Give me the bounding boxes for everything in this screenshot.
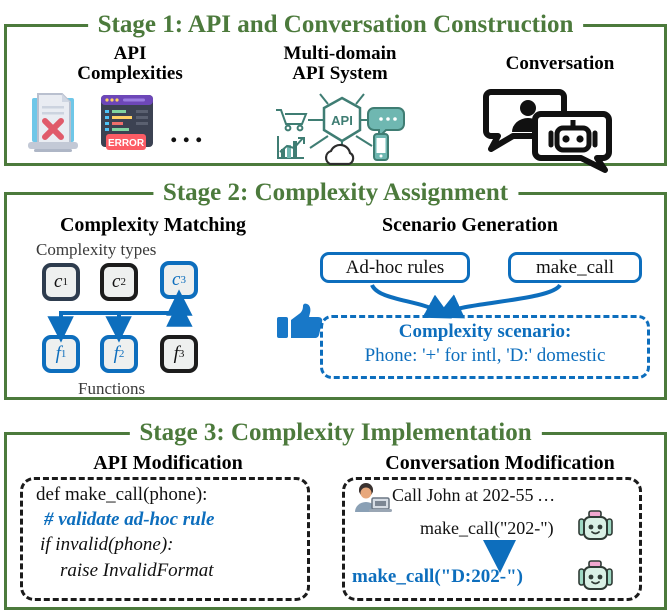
complexity-scenario-title: Complexity scenario: — [398, 321, 572, 342]
api-modification-heading: API Modification — [93, 452, 243, 474]
stage-3-title: Stage 3: Complexity Implementation — [129, 419, 542, 447]
complexity-types-label: Complexity types — [36, 240, 157, 259]
user-message-text: Call John at 202-55 … — [392, 485, 556, 505]
heading-line-2: API System — [292, 63, 388, 84]
heading-line-1: Conversation — [505, 53, 615, 74]
node-label: f — [173, 343, 179, 364]
heading-line-2: Complexities — [77, 63, 183, 84]
node-sub: 2 — [118, 348, 125, 360]
node-sub: 3 — [180, 274, 186, 286]
thumbs-up-icon — [276, 303, 323, 341]
code-line-if: if invalid(phone): — [40, 534, 174, 555]
heading-line-1: Multi-domain — [283, 43, 397, 64]
stage-2-title: Stage 2: Complexity Assignment — [152, 179, 519, 207]
broken-document-icon — [26, 92, 80, 154]
heading-line-1: API — [113, 43, 147, 64]
node-sub: 3 — [178, 348, 185, 360]
node-label: f — [113, 343, 119, 364]
node-sub: 1 — [60, 348, 67, 360]
original-call-text: make_call("202-") — [420, 518, 554, 538]
stage-1-title: Stage 1: API and Conversation Constructi… — [87, 11, 584, 39]
robot-icon-2 — [578, 560, 614, 592]
scenario-generation-heading: Scenario Generation — [381, 214, 559, 236]
svg-text:ERROR: ERROR — [108, 138, 145, 149]
code-line-comment: # validate ad-hoc rule — [44, 509, 215, 530]
conversation-modification-heading: Conversation Modification — [385, 452, 615, 474]
ellipsis-icon: ... — [170, 116, 208, 149]
node-label: c — [112, 271, 121, 292]
multi-domain-api-system-icon: API — [268, 86, 405, 166]
complexity-matching-heading: Complexity Matching — [59, 214, 247, 236]
make-call-box[interactable]: make_call — [508, 252, 642, 283]
error-code-window-icon: ERROR — [98, 92, 156, 154]
stage-2-panel: Stage 2: Complexity Assignment — [4, 179, 667, 400]
stage1-col-conversation-heading: Conversation — [465, 54, 655, 74]
node-label: f — [55, 343, 61, 364]
stage1-col-api-system-heading: Multi-domain API System — [255, 44, 425, 84]
stage-3-panel: Stage 3: Complexity Implementation — [4, 419, 667, 610]
complexity-scenario-box: Complexity scenario: Phone: '+' for intl… — [320, 315, 650, 379]
node-sub: 2 — [120, 276, 126, 288]
conversation-bubbles-icon — [483, 88, 612, 173]
code-line-def: def make_call(phone): — [36, 484, 208, 505]
robot-icon — [578, 510, 614, 542]
robot-face-icon — [548, 120, 598, 153]
node-label: c — [54, 271, 63, 292]
node-sub: 1 — [62, 276, 68, 288]
modified-call-text: make_call("D:202-") — [352, 566, 523, 587]
functions-label: Functions — [78, 379, 146, 398]
node-label: c — [172, 269, 181, 290]
stage1-col-api-complexities-heading: API Complexities — [55, 44, 205, 84]
ad-hoc-rules-box[interactable]: Ad-hoc rules — [320, 252, 470, 283]
complexity-scenario-body: Phone: '+' for intl, 'D:' domestic — [364, 345, 606, 366]
robot-speech-bubble-icon — [532, 111, 612, 173]
api-hex-label: API — [331, 113, 353, 128]
api-modification-code-box — [20, 477, 310, 601]
user-laptop-icon — [352, 482, 392, 514]
code-line-raise: raise InvalidFormat — [60, 560, 214, 581]
